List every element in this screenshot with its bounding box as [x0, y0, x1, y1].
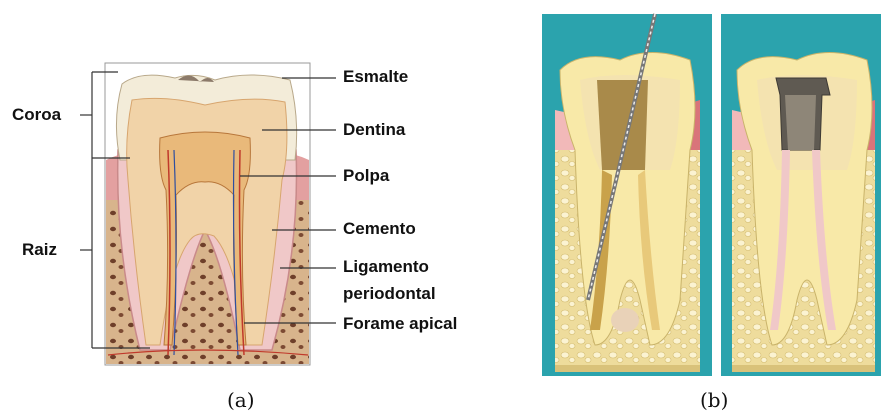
root-canal-panel-2: [721, 14, 881, 376]
enamel-label: Esmalte: [343, 67, 408, 87]
apical-foramen-label: Forame apical: [343, 314, 457, 334]
root-label: Raiz: [22, 240, 57, 260]
dentin-label: Dentina: [343, 120, 405, 140]
crown-label: Coroa: [12, 105, 61, 125]
ligament-label-line2: periodontal: [343, 284, 436, 304]
pulp-label: Polpa: [343, 166, 389, 186]
caption-a: (a): [227, 388, 255, 412]
ligament-label-line1: Ligamento: [343, 257, 429, 277]
panel-1-apical-lesion: [611, 308, 639, 332]
tooth-anatomy-illustration: [105, 63, 310, 365]
caption-b: (b): [700, 388, 728, 412]
panel-2-filling-core: [785, 95, 816, 150]
cementum-label: Cemento: [343, 219, 416, 239]
root-canal-panel-1: [542, 14, 712, 376]
